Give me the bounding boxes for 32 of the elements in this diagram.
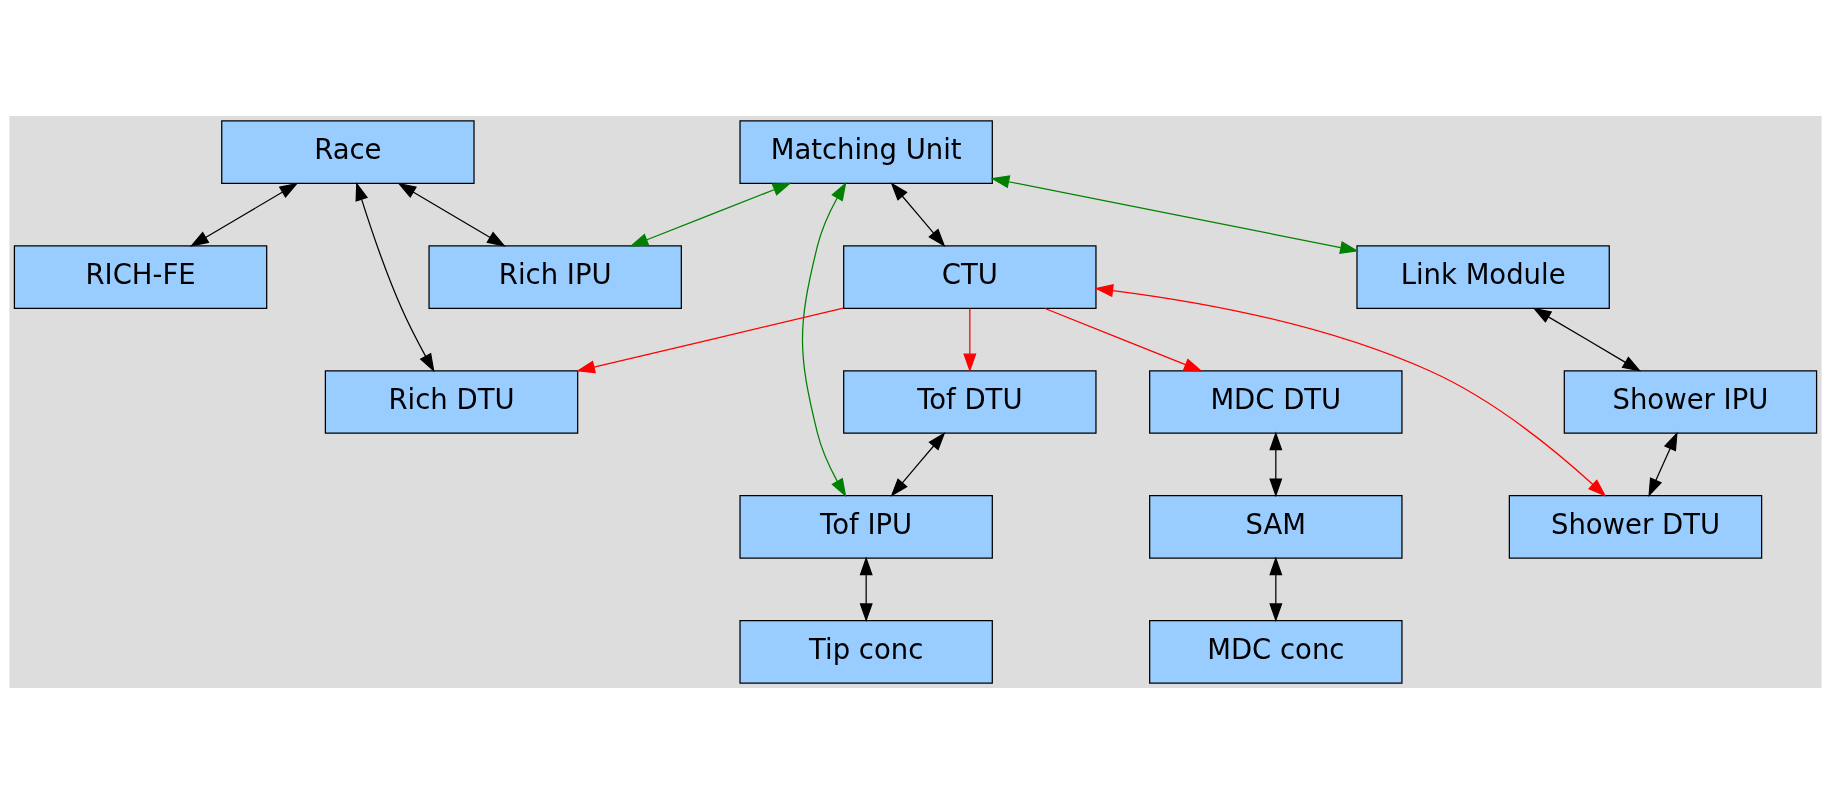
arrow (859, 556, 873, 622)
node-box: Link Module (1356, 244, 1610, 309)
arrow (1532, 307, 1642, 372)
node-box: Matching Unit (739, 119, 993, 184)
arrow (355, 181, 435, 372)
node-box: MDC conc (1149, 619, 1403, 684)
arrow (1044, 307, 1203, 371)
arrow (576, 307, 844, 373)
node-box: Tof IPU (739, 494, 993, 559)
arrow (629, 182, 792, 247)
arrow (1269, 556, 1283, 622)
arrow (990, 174, 1359, 254)
node-box: Shower IPU (1563, 369, 1818, 434)
arrow (397, 182, 506, 247)
arrow (890, 181, 946, 247)
node-box: Tof DTU (843, 369, 1097, 434)
node-box: MDC DTU (1149, 369, 1403, 434)
arrow (1094, 283, 1607, 497)
node-box: Shower DTU (1508, 494, 1763, 559)
node-box: CTU (843, 244, 1097, 309)
node-box: RICH-FE (13, 244, 268, 309)
arrow (189, 182, 299, 247)
node-box: Rich DTU (324, 369, 579, 434)
node-box: Rich IPU (428, 244, 682, 309)
arrow (1269, 431, 1283, 497)
arrow (1648, 431, 1678, 497)
node-box: Race (221, 119, 475, 184)
arrow (963, 307, 977, 372)
arrow (801, 181, 847, 497)
node-box: SAM (1149, 494, 1403, 559)
node-box: Tip conc (739, 619, 993, 684)
arrow (890, 431, 946, 497)
